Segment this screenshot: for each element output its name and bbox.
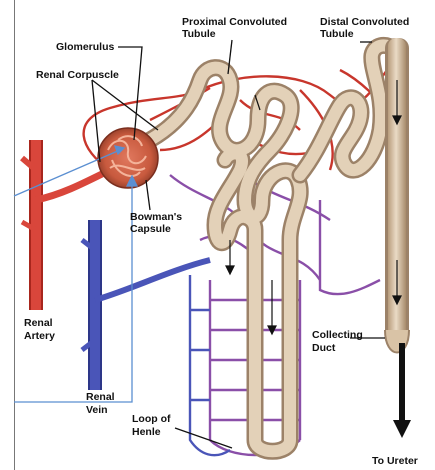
label-bowmans-line1: Bowman's — [130, 211, 182, 223]
label-pct-line2: Tubule — [182, 28, 216, 40]
ureter-arrow — [393, 343, 411, 438]
label-dct-line1: Distal Convoluted — [320, 16, 409, 28]
label-to-ureter: To Ureter — [372, 455, 418, 467]
label-loop-line1: Loop of — [132, 413, 171, 425]
label-loop-line2: Henle — [132, 426, 161, 438]
label-bowmans-line2: Capsule — [130, 223, 171, 235]
label-collecting-line2: Duct — [312, 342, 336, 354]
label-pct-line1: Proximal Convoluted — [182, 16, 287, 28]
label-renal-vein-line1: Renal — [86, 391, 115, 403]
label-renal-artery-line2: Artery — [24, 330, 55, 342]
renal-corpuscle — [98, 128, 158, 188]
peritubular-capillaries-purple — [170, 175, 380, 455]
label-dct-line2: Tubule — [320, 28, 354, 40]
label-renal-vein-line2: Vein — [86, 404, 108, 416]
label-glomerulus: Glomerulus — [56, 41, 115, 53]
label-renal-artery-line1: Renal — [24, 317, 53, 329]
label-collecting-line1: Collecting — [312, 329, 363, 341]
label-renal-corpuscle: Renal Corpuscle — [36, 69, 119, 81]
